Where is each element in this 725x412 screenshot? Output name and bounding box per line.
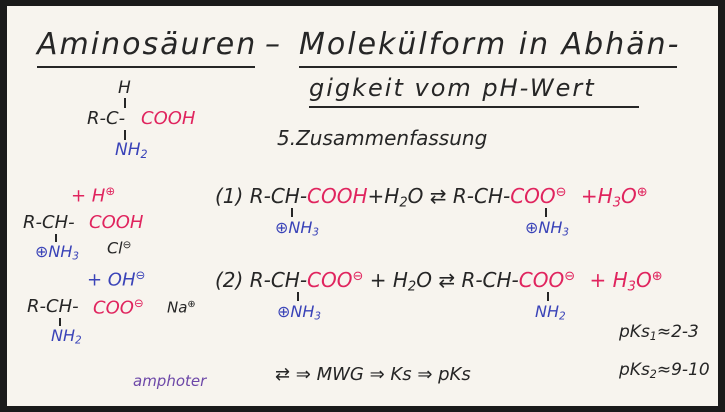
eq1-r2: R-CH- [452, 184, 511, 209]
eq2-coo-right: COO⊖ [518, 268, 576, 293]
eq2-water: + H2O [369, 268, 432, 295]
eq1-number: (1) [215, 184, 244, 209]
eq2-bond-right [547, 292, 549, 301]
equation-1: (1) R-CH-COOH+H2O ⇄ R-CH-COO⊖ +H3O⊕ [215, 186, 648, 209]
plus-oh-ion: + OH⊖ [87, 268, 146, 291]
bond-top [124, 98, 126, 108]
eq1-nh3-left: ⊕NH3 [275, 218, 320, 239]
eq2-r2: R-CH- [461, 268, 519, 293]
eq1-cooh: COOH [307, 184, 368, 209]
eq1-hydronium: +H3O⊕ [580, 184, 648, 211]
whiteboard: Aminosäuren – Molekülform in Abhän- gigk… [7, 6, 718, 406]
eq1-bond-left [291, 208, 293, 217]
eq1-bond-right [545, 208, 547, 217]
eq2-nh3-left: ⊕NH3 [277, 302, 322, 323]
eq2-number: (2) [215, 268, 244, 293]
eq1-r1: R-CH- [249, 184, 308, 209]
eq2-r1: R-CH- [249, 268, 308, 293]
acid-bond [55, 234, 57, 242]
bottom-chain: ⇄ ⇒ MWG ⇒ Ks ⇒ pKs [275, 364, 471, 385]
base-coo: COO⊖ [93, 296, 144, 319]
title-aminosaeuren: Aminosäuren [37, 27, 258, 62]
eq2-nh2-right: NH2 [535, 302, 566, 323]
amino-nh2: NH2 [115, 140, 148, 161]
pks2-value: pKs2≈9-10 [619, 360, 710, 381]
eq1-water: +H2O [367, 184, 424, 211]
amino-r: R-C- [87, 108, 126, 129]
title-underline-right [299, 66, 677, 68]
eq1-coo: COO⊖ [510, 184, 567, 209]
bond-bottom [124, 130, 126, 140]
amino-cooh: COOH [141, 108, 196, 129]
title-underline-line2 [309, 106, 639, 108]
base-bond [59, 318, 61, 326]
acid-cooh: COOH [89, 212, 144, 233]
eq2-equilibrium-arrow: ⇄ [438, 268, 456, 293]
pks1-value: pKs1≈2-3 [619, 322, 699, 343]
title-molekuelform: Molekülform in Abhän- [299, 27, 681, 62]
eq2-hydronium: + H3O⊕ [589, 268, 663, 295]
base-r: R-CH- [27, 296, 79, 317]
base-na: Na⊕ [167, 298, 196, 317]
amino-h: H [118, 78, 131, 98]
eq2-bond-left [297, 292, 299, 301]
acid-r: R-CH- [23, 212, 75, 233]
eq1-nh3-right: ⊕NH3 [525, 218, 570, 239]
title-line2: gigkeit vom pH-Wert [309, 74, 596, 102]
base-nh2: NH2 [51, 326, 82, 347]
acid-cl: Cl⊖ [107, 238, 132, 258]
equation-2: (2) R-CH-COO⊖ + H2O ⇄ R-CH-COO⊖ + H3O⊕ [215, 270, 663, 293]
plus-h-ion: + H⊕ [71, 184, 116, 207]
section-heading: 5.Zusammenfassung [277, 126, 488, 150]
title-dash: – [265, 27, 282, 62]
title-underline-left [37, 66, 255, 68]
amphoter-label: amphoter [133, 372, 207, 390]
acid-nh3: ⊕NH3 [35, 242, 80, 263]
eq1-equilibrium-arrow: ⇄ [429, 184, 447, 209]
eq2-coo-left: COO⊖ [307, 268, 364, 293]
